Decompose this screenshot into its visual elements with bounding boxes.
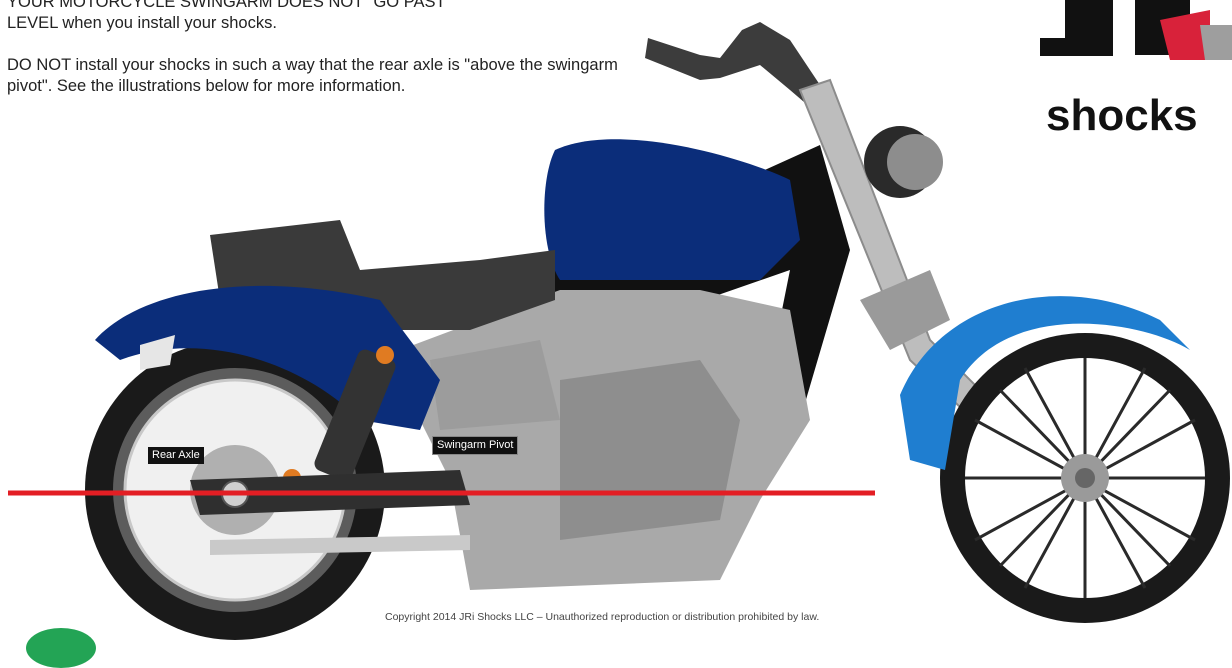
jri-shocks-logo: shocks bbox=[1040, 0, 1232, 135]
front-wheel bbox=[940, 333, 1230, 623]
logo-wordmark: shocks bbox=[1046, 91, 1198, 135]
swingarm-pivot-label: Swingarm Pivot bbox=[432, 436, 518, 455]
copyright-notice: Copyright 2014 JRi Shocks LLC – Unauthor… bbox=[385, 611, 819, 623]
fuel-tank bbox=[544, 139, 800, 280]
green-badge bbox=[26, 628, 96, 668]
rear-axle-label: Rear Axle bbox=[148, 447, 204, 464]
handlebar bbox=[645, 22, 830, 120]
